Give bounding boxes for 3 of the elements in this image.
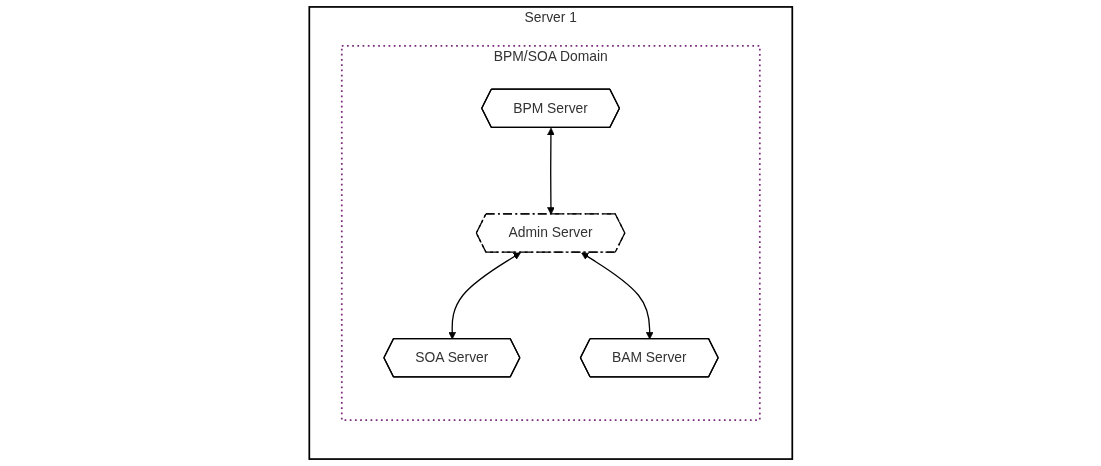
arrow: [580, 252, 654, 340]
arrow: [546, 127, 555, 215]
arrow: [448, 252, 521, 340]
